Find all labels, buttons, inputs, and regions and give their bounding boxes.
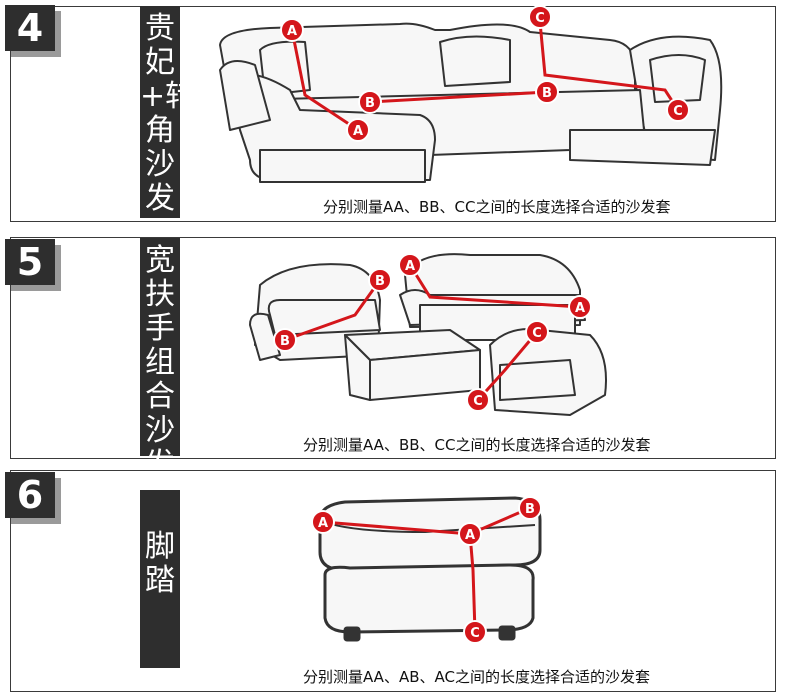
svg-text:B: B [365,96,375,111]
marker-b-bottom: B [273,328,297,352]
svg-text:B: B [525,502,535,517]
section-4-markers: A A B B C C [280,5,690,142]
section-5-label: 宽扶手组合沙发 [140,238,180,482]
svg-text:C: C [473,394,483,409]
marker-a-top: A [280,18,304,42]
marker-a-bottom: A [346,118,370,142]
svg-text:A: A [318,516,328,531]
marker-a-left: A [398,253,422,277]
svg-text:C: C [532,326,542,341]
marker-c-top: C [528,5,552,29]
armchair-set-illustration: A A B B C C [249,253,607,416]
section-5-number: 5 [5,239,55,285]
section-6-label: 脚踏 [140,490,180,668]
svg-text:C: C [470,626,480,641]
marker-b: B [518,496,542,520]
svg-text:B: B [280,334,290,349]
marker-c: C [463,620,487,644]
section-6-caption: 分别测量AA、AB、AC之间的长度选择合适的沙发套 [303,668,650,686]
marker-c-right: C [666,98,690,122]
svg-text:A: A [405,259,415,274]
section-5-caption: 分别测量AA、BB、CC之间的长度选择合适的沙发套 [303,436,651,454]
section-6-markers: A A B C [311,496,542,644]
marker-a-right: A [568,295,592,319]
svg-text:C: C [673,104,683,119]
section-4-caption: 分别测量AA、BB、CC之间的长度选择合适的沙发套 [323,198,671,216]
svg-text:A: A [575,301,585,316]
section-6-number: 6 [5,472,55,518]
section-4-label: 贵妃+转角沙发 [140,6,195,218]
marker-a-left: A [311,510,335,534]
marker-b-right: B [535,80,559,104]
svg-text:B: B [542,86,552,101]
marker-b-left: B [358,90,382,114]
marker-c-bottom: C [466,388,490,412]
svg-text:A: A [465,528,475,543]
section-4-number: 4 [5,5,55,51]
svg-text:A: A [287,24,297,39]
marker-b-top: B [368,268,392,292]
corner-sofa-illustration: A A B B C C [219,5,723,183]
section-5-markers: A A B B C C [273,253,592,412]
marker-a-corner: A [458,522,482,546]
svg-text:B: B [375,274,385,289]
marker-c-top: C [525,320,549,344]
svg-text:C: C [535,11,545,26]
svg-text:A: A [353,124,363,139]
ottoman-illustration: A A B C [311,496,542,644]
